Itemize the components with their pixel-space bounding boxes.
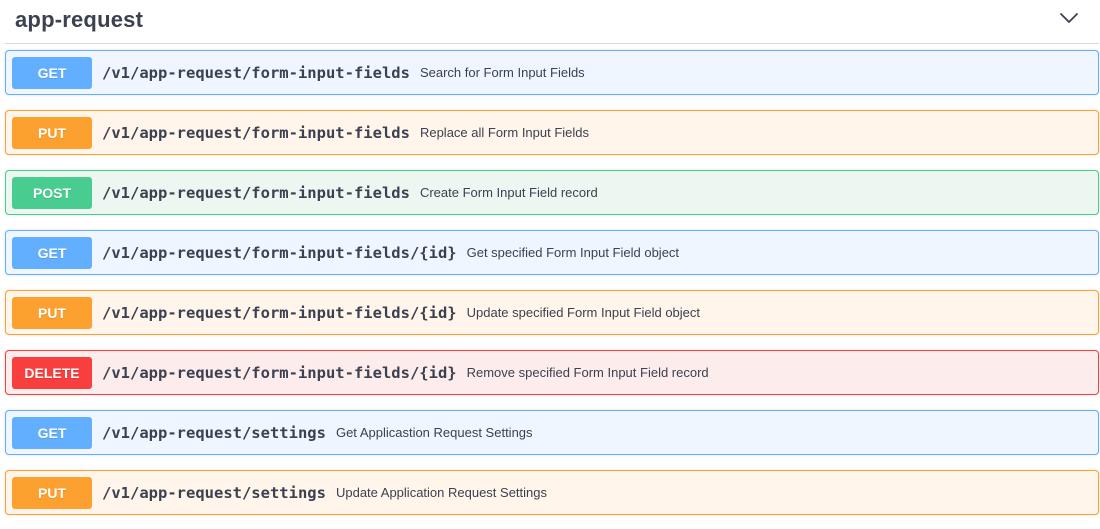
endpoint-path: /v1/app-request/settings [102, 423, 326, 442]
endpoint-summary: Get Applicastion Request Settings [335, 425, 533, 440]
endpoint-path: /v1/app-request/settings [102, 483, 326, 502]
endpoint-summary: Get specified Form Input Field object [466, 245, 680, 260]
section-title: app-request [15, 7, 144, 32]
endpoint-summary: Search for Form Input Fields [419, 65, 585, 80]
endpoint-summary: Update Application Request Settings [335, 485, 547, 500]
endpoint-path: /v1/app-request/form-input-fields/{id} [102, 303, 457, 322]
method-badge: PUT [12, 476, 92, 509]
chevron-down-icon[interactable] [1059, 11, 1079, 25]
endpoint-summary: Update specified Form Input Field object [466, 305, 701, 320]
operations-list: GET /v1/app-request/form-input-fields Se… [5, 50, 1099, 529]
operation-row[interactable]: DELETE /v1/app-request/form-input-fields… [5, 350, 1099, 395]
endpoint-summary: Remove specified Form Input Field record [466, 365, 709, 380]
endpoint-path: /v1/app-request/form-input-fields [102, 123, 410, 142]
method-badge: PUT [12, 116, 92, 149]
endpoint-path: /v1/app-request/form-input-fields [102, 63, 410, 82]
operation-row[interactable]: GET /v1/app-request/settings Get Applica… [5, 410, 1099, 455]
endpoint-summary: Replace all Form Input Fields [419, 125, 590, 140]
method-badge: GET [12, 236, 92, 269]
operation-row[interactable]: POST /v1/app-request/form-input-fields C… [5, 170, 1099, 215]
endpoint-summary: Create Form Input Field record [419, 185, 598, 200]
endpoint-path: /v1/app-request/form-input-fields/{id} [102, 363, 457, 382]
method-badge: DELETE [12, 356, 92, 389]
endpoint-path: /v1/app-request/form-input-fields/{id} [102, 243, 457, 262]
operation-row[interactable]: PUT /v1/app-request/form-input-fields Re… [5, 110, 1099, 155]
operation-row[interactable]: GET /v1/app-request/form-input-fields Se… [5, 50, 1099, 95]
operation-row[interactable]: PUT /v1/app-request/form-input-fields/{i… [5, 290, 1099, 335]
operation-row[interactable]: GET /v1/app-request/form-input-fields/{i… [5, 230, 1099, 275]
endpoint-path: /v1/app-request/form-input-fields [102, 183, 410, 202]
method-badge: GET [12, 416, 92, 449]
method-badge: PUT [12, 296, 92, 329]
section-header[interactable]: app-request [5, 0, 1099, 44]
method-badge: GET [12, 56, 92, 89]
method-badge: POST [12, 176, 92, 209]
operation-row[interactable]: PUT /v1/app-request/settings Update Appl… [5, 470, 1099, 515]
